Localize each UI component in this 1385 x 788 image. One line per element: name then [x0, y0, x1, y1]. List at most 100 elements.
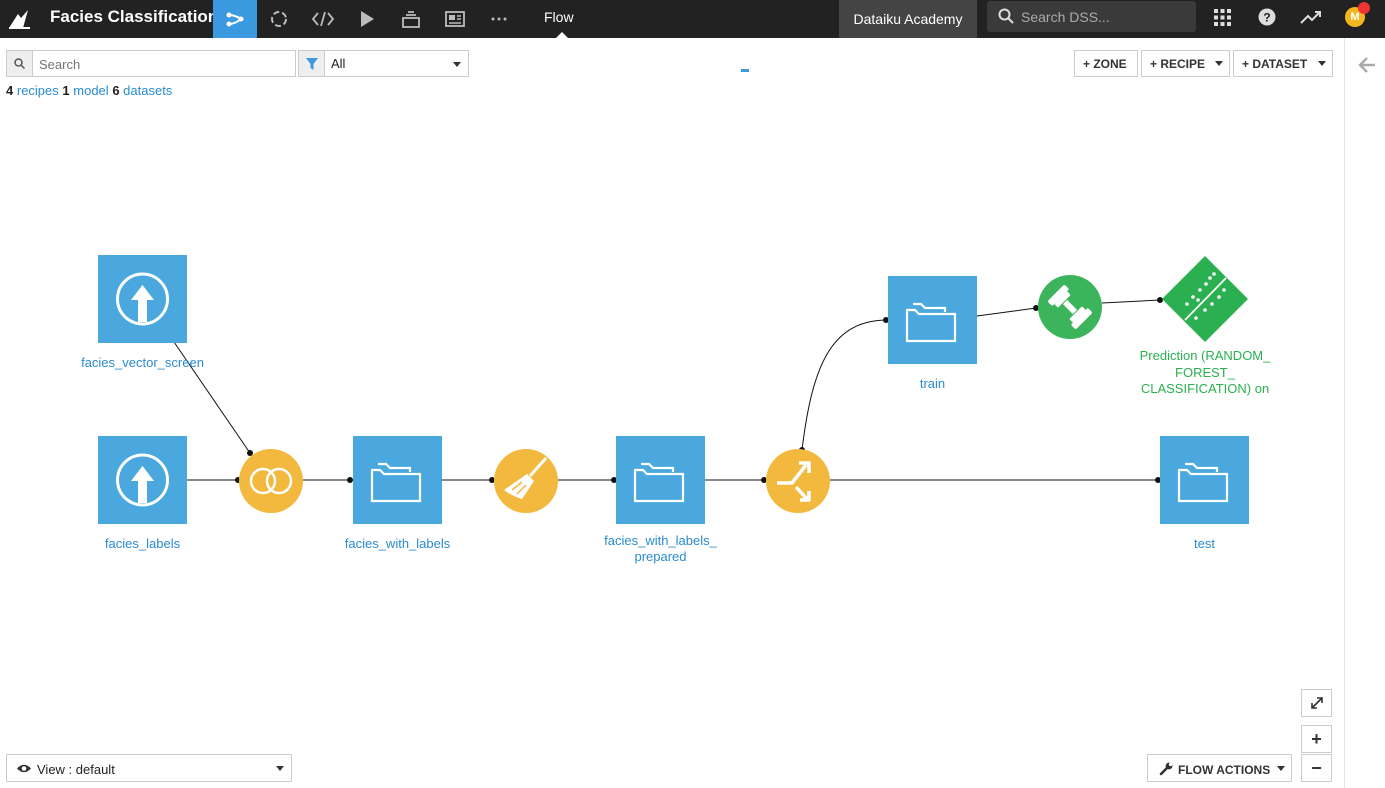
apps-grid-icon[interactable]	[1214, 9, 1231, 26]
dataset-tile[interactable]	[353, 436, 442, 524]
edge-train-to-trainrecipe	[976, 307, 1037, 317]
recipe-node[interactable]	[239, 449, 303, 513]
join-recipe[interactable]	[239, 449, 303, 513]
lab-nav-icon[interactable]	[257, 0, 301, 38]
edge-endpoints	[235, 297, 1163, 483]
fullscreen-button[interactable]	[1301, 689, 1332, 717]
edge-dot	[347, 477, 353, 483]
train-model-recipe[interactable]	[1038, 275, 1102, 339]
dataset-label[interactable]: facies_labels	[105, 536, 181, 551]
flow-filter-select[interactable]: All	[298, 50, 469, 77]
chevron-down-icon	[453, 62, 461, 67]
saved-model-prediction[interactable]: Prediction (RANDOM_ FOREST_ CLASSIFICATI…	[1140, 256, 1272, 396]
code-nav-icon[interactable]	[301, 0, 345, 38]
dataset-label[interactable]: facies_with_labels	[345, 536, 451, 551]
dataset-label[interactable]: test	[1194, 536, 1215, 551]
edge-vector-to-join	[173, 341, 251, 454]
model-label-line3[interactable]: CLASSIFICATION) on	[1141, 381, 1269, 396]
filter-funnel-icon	[299, 51, 325, 76]
flow-actions-label: FLOW ACTIONS	[1178, 763, 1271, 777]
model-link[interactable]: model	[73, 83, 109, 98]
dataset-test[interactable]: test	[1160, 436, 1249, 551]
right-side-panel	[1344, 38, 1385, 788]
dataiku-bird-logo-icon[interactable]	[6, 6, 32, 32]
view-label: View : default	[37, 762, 115, 777]
flow-edges	[173, 299, 1161, 481]
folder-icon	[905, 302, 957, 343]
flow-actions-button[interactable]: FLOW ACTIONS	[1147, 754, 1292, 782]
dataset-tile[interactable]	[1160, 436, 1249, 524]
join-venn-icon	[249, 467, 293, 495]
broom-icon	[504, 457, 548, 499]
datasets-count: 6	[112, 83, 120, 98]
flow-nav-icon[interactable]	[213, 0, 257, 38]
deploy-nav-icon[interactable]	[389, 0, 433, 38]
add-recipe-button[interactable]: + RECIPE	[1141, 50, 1230, 77]
top-navbar: Facies Classification Flow Dataiku Acade…	[0, 0, 1385, 38]
active-tab-caret	[556, 32, 568, 38]
dataset-label-line1[interactable]: facies_with_labels_	[604, 533, 718, 548]
dashboard-nav-icon[interactable]	[433, 0, 477, 38]
dataset-facies-with-labels-prepared[interactable]: facies_with_labels_ prepared	[604, 436, 718, 564]
split-recipe[interactable]	[766, 449, 830, 513]
prepare-recipe[interactable]	[494, 449, 558, 513]
filter-value: All	[331, 56, 346, 71]
global-search-input[interactable]	[1021, 7, 1186, 27]
expand-icon	[1310, 697, 1323, 709]
instance-name[interactable]: Dataiku Academy	[839, 0, 977, 38]
recipes-link[interactable]: recipes	[16, 83, 59, 98]
edge-dot	[883, 317, 889, 323]
folder-icon	[1177, 462, 1229, 503]
activity-trend-icon[interactable]	[1300, 9, 1322, 25]
svg-text:?: ?	[1263, 11, 1270, 25]
flow-search-input[interactable]	[39, 55, 289, 73]
dataset-label-line2[interactable]: prepared	[634, 549, 686, 564]
edge-split-to-train	[801, 319, 887, 451]
arrow-left-icon[interactable]	[1358, 56, 1376, 74]
more-nav-icon[interactable]	[477, 0, 521, 38]
chevron-down-icon	[276, 766, 284, 771]
model-label-line2[interactable]: FOREST_	[1175, 365, 1236, 380]
recipe-node[interactable]	[766, 449, 830, 513]
chevron-down-icon	[1277, 766, 1285, 771]
dataset-tile[interactable]	[616, 436, 705, 524]
project-title[interactable]: Facies Classification	[50, 7, 219, 26]
chevron-down-icon	[1318, 61, 1326, 66]
minimap-marker	[741, 69, 749, 72]
flow-graph: facies_vector_screen facies_labels facie…	[81, 255, 1272, 564]
global-search[interactable]	[987, 1, 1196, 32]
zoom-out-button[interactable]: −	[1301, 754, 1332, 782]
edge-dot	[611, 477, 617, 483]
dataset-facies-labels[interactable]: facies_labels	[98, 436, 187, 551]
edge-dot	[761, 477, 767, 483]
upload-icon	[116, 272, 169, 326]
dataset-train[interactable]: train	[888, 276, 977, 391]
datasets-link[interactable]: datasets	[123, 83, 173, 98]
flow-search[interactable]	[6, 50, 296, 77]
folder-icon	[633, 462, 685, 503]
dataset-tile[interactable]	[888, 276, 977, 364]
search-icon	[7, 51, 33, 76]
dataset-label[interactable]: train	[920, 376, 945, 391]
view-selector[interactable]: View : default	[6, 754, 292, 782]
zoom-in-button[interactable]: +	[1301, 725, 1332, 753]
upload-icon	[116, 453, 169, 507]
wrench-icon	[1159, 762, 1173, 776]
add-zone-button[interactable]: + ZONE	[1074, 50, 1138, 77]
dataset-facies-vector-screen[interactable]: facies_vector_screen	[81, 255, 204, 370]
edge-dot	[247, 450, 253, 456]
flow-tab[interactable]: Flow	[544, 9, 574, 25]
add-dataset-button[interactable]: + DATASET	[1233, 50, 1333, 77]
dataset-label[interactable]: facies_vector_screen	[81, 355, 204, 370]
model-label-line1[interactable]: Prediction (RANDOM_	[1140, 348, 1272, 363]
edge-dot	[1155, 477, 1161, 483]
split-arrows-icon	[777, 461, 811, 502]
edge-dot	[1157, 297, 1163, 303]
dataset-facies-with-labels[interactable]: facies_with_labels	[345, 436, 451, 551]
help-icon[interactable]: ?	[1258, 8, 1276, 26]
recipes-count: 4	[6, 83, 14, 98]
run-nav-icon[interactable]	[345, 0, 389, 38]
notification-badge	[1358, 2, 1370, 14]
add-dataset-label: + DATASET	[1242, 56, 1308, 71]
chevron-down-icon	[1215, 61, 1223, 66]
